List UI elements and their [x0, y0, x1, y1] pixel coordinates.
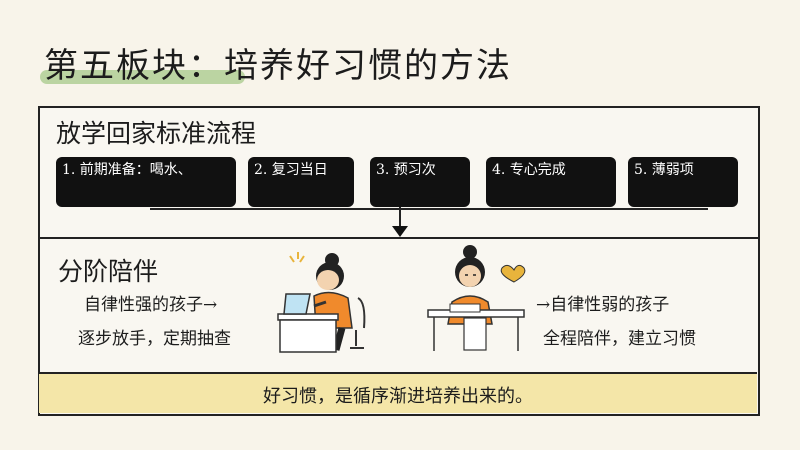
down-arrow-icon — [392, 226, 408, 237]
sparkle-icon — [289, 252, 305, 263]
page-title: 第五板块：培养好习惯的方法 — [44, 46, 512, 86]
self-disciplined-label: 自律性强的孩子→ — [84, 295, 218, 315]
child-laptop-illustration — [277, 252, 366, 353]
step-box-1: 1. 前期准备：喝水、 — [56, 157, 236, 207]
less-disciplined-advice: 全程陪伴，建立习惯 — [543, 329, 696, 349]
child-writing-illustration — [427, 245, 526, 351]
heart-icon — [500, 264, 526, 283]
title-highlight — [40, 70, 245, 84]
summary-footer: 好习惯，是循序渐进培养出来的。 — [39, 372, 757, 413]
step-box-4: 4. 专心完成 — [486, 157, 616, 207]
self-disciplined-advice: 逐步放手，定期抽查 — [78, 329, 231, 349]
flow-connector-line — [150, 208, 708, 210]
section-title-routine: 放学回家标准流程 — [56, 119, 257, 148]
section-divider — [38, 237, 758, 239]
section-title-companion: 分阶陪伴 — [58, 257, 159, 286]
step-box-2: 2. 复习当日 — [248, 157, 354, 207]
step-box-3: 3. 预习次 — [370, 157, 470, 207]
summary-text: 好习惯，是循序渐进培养出来的。 — [263, 386, 533, 407]
flow-down-line — [399, 198, 401, 228]
step-box-5: 5. 薄弱项 — [628, 157, 738, 207]
less-disciplined-label: →自律性弱的孩子 — [536, 295, 670, 315]
